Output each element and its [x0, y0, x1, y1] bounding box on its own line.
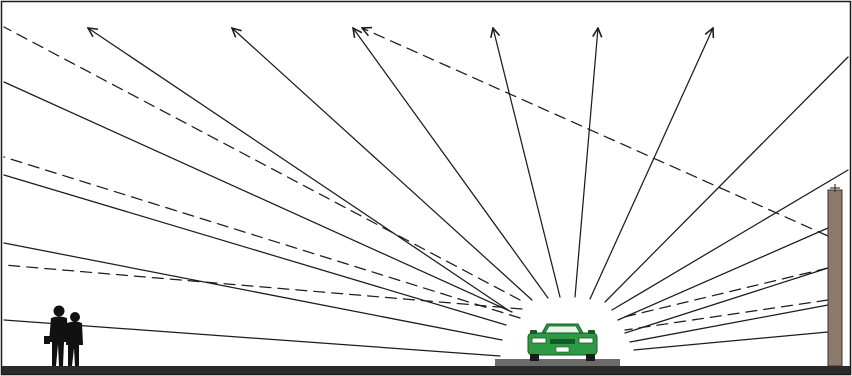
car-wheel-left [530, 354, 539, 361]
car-wheel-right [586, 354, 595, 361]
car-grille [550, 339, 575, 344]
car-mirror-right [588, 330, 595, 334]
person-head [54, 306, 65, 317]
person-bag [44, 336, 50, 344]
car-mirror-left [530, 330, 537, 334]
car-headlight-right [579, 338, 593, 343]
barrier-wall [828, 190, 842, 366]
road-surface-under-car [495, 359, 620, 366]
person-head [70, 312, 80, 322]
road-ground [2, 366, 850, 374]
car-headlight-left [532, 338, 546, 343]
car-windshield [545, 326, 580, 333]
noise-barrier [828, 184, 842, 366]
car-license-plate [556, 347, 569, 352]
